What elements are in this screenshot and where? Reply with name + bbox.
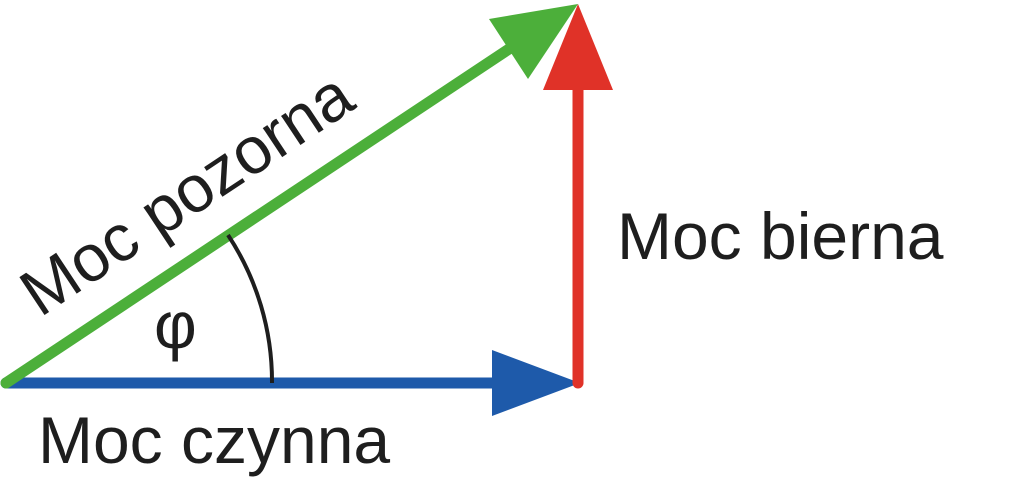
apparent-power-line xyxy=(0,37,524,389)
active-power-label: Moc czynna xyxy=(38,403,390,477)
active-power-arrowhead xyxy=(492,350,580,416)
active-power-vector xyxy=(0,350,580,416)
apparent-power-vector xyxy=(0,4,578,389)
angle-arc xyxy=(226,233,275,384)
apparent-power-arrowhead xyxy=(489,4,578,79)
angle-symbol: φ xyxy=(154,288,197,362)
reactive-power-vector xyxy=(543,4,613,389)
reactive-power-arrowhead xyxy=(543,4,613,90)
reactive-power-label: Moc bierna xyxy=(617,199,944,273)
